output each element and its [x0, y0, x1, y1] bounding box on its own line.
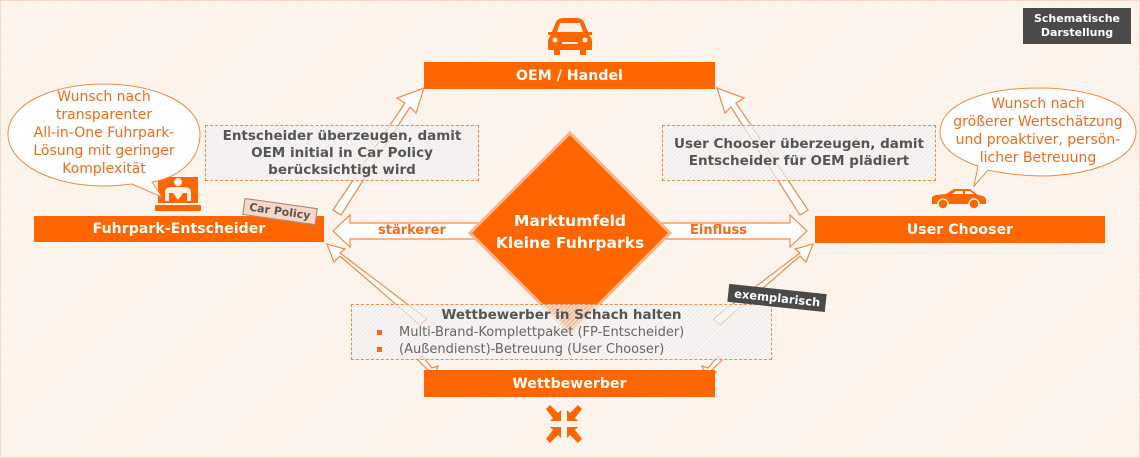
box-line: OEM initial in Car Policy — [251, 144, 433, 161]
badge-line-1: Schematische — [1033, 12, 1120, 25]
center-line-1: Marktumfeld — [513, 212, 627, 230]
box-line: Entscheider überzeugen, damit — [222, 127, 462, 144]
decider-wish-line: All-in-One Fuhrpark- — [33, 125, 175, 141]
decider-wish-line: transparenter — [55, 107, 153, 123]
badge-line-2: Darstellung — [1040, 26, 1114, 39]
box-line: berücksichtigt wird — [268, 161, 416, 178]
chooser-wish-line: Wunsch nach — [991, 96, 1085, 112]
competitor-box-title: Wettbewerber in Schach halten — [441, 306, 682, 323]
chooser-wish-line: licher Betreuung — [979, 150, 1097, 166]
competitor-bullet: (Außendienst)-Betreuung (User Chooser) — [377, 341, 771, 358]
arrows-converge-icon — [546, 405, 582, 443]
oem-node[interactable]: OEM / Handel — [424, 62, 715, 89]
businessman-at-desk-icon — [155, 177, 201, 211]
decider-wish-text: Wunsch nach transparenter All-in-One Fuh… — [10, 88, 198, 178]
influence-label-left: stärkerer — [378, 223, 446, 238]
chooser-speech-bubble — [939, 87, 1137, 188]
decider-to-oem-box: Entscheider überzeugen, damit OEM initia… — [205, 125, 479, 181]
car-side-icon — [932, 189, 986, 210]
center-line-2: Kleine Fuhrparks — [495, 234, 645, 252]
decider-wish-line: Lösung mit geringer — [33, 143, 175, 159]
car-front-icon — [548, 18, 592, 55]
box-line: User Chooser überzeugen, damit — [673, 136, 925, 152]
decider-wish-line: Wunsch nach — [57, 89, 151, 105]
schematic-badge: Schematische Darstellung — [1023, 8, 1131, 44]
competitor-bullet-list: Multi-Brand-Komplettpaket (FP-Entscheide… — [352, 324, 771, 358]
competitor-bullet: Multi-Brand-Komplettpaket (FP-Entscheide… — [377, 324, 771, 341]
box-line: Entscheider für OEM plädiert — [688, 153, 910, 169]
decider-speech-bubble — [7, 83, 201, 199]
chooser-wish-line: und proaktiver, persön- — [955, 132, 1121, 148]
chooser-wish-line: größerer Wertschätzung — [953, 114, 1123, 130]
user-chooser-node[interactable]: User Chooser — [815, 216, 1105, 243]
decider-node[interactable]: Fuhrpark-Entscheider — [34, 216, 324, 242]
competitor-strategy-box: Wettbewerber in Schach halten Multi-Bran… — [351, 304, 772, 360]
chooser-wish-text: Wunsch nach größerer Wertschätzung und p… — [942, 95, 1134, 167]
competitor-node[interactable]: Wettbewerber — [424, 370, 715, 397]
chooser-to-oem-box: User Chooser überzeugen, damit Entscheid… — [662, 125, 936, 181]
center-title: Marktumfeld Kleine Fuhrparks — [480, 210, 660, 254]
influence-label-right: Einfluss — [690, 223, 747, 238]
decider-wish-line: Komplexität — [62, 161, 146, 177]
